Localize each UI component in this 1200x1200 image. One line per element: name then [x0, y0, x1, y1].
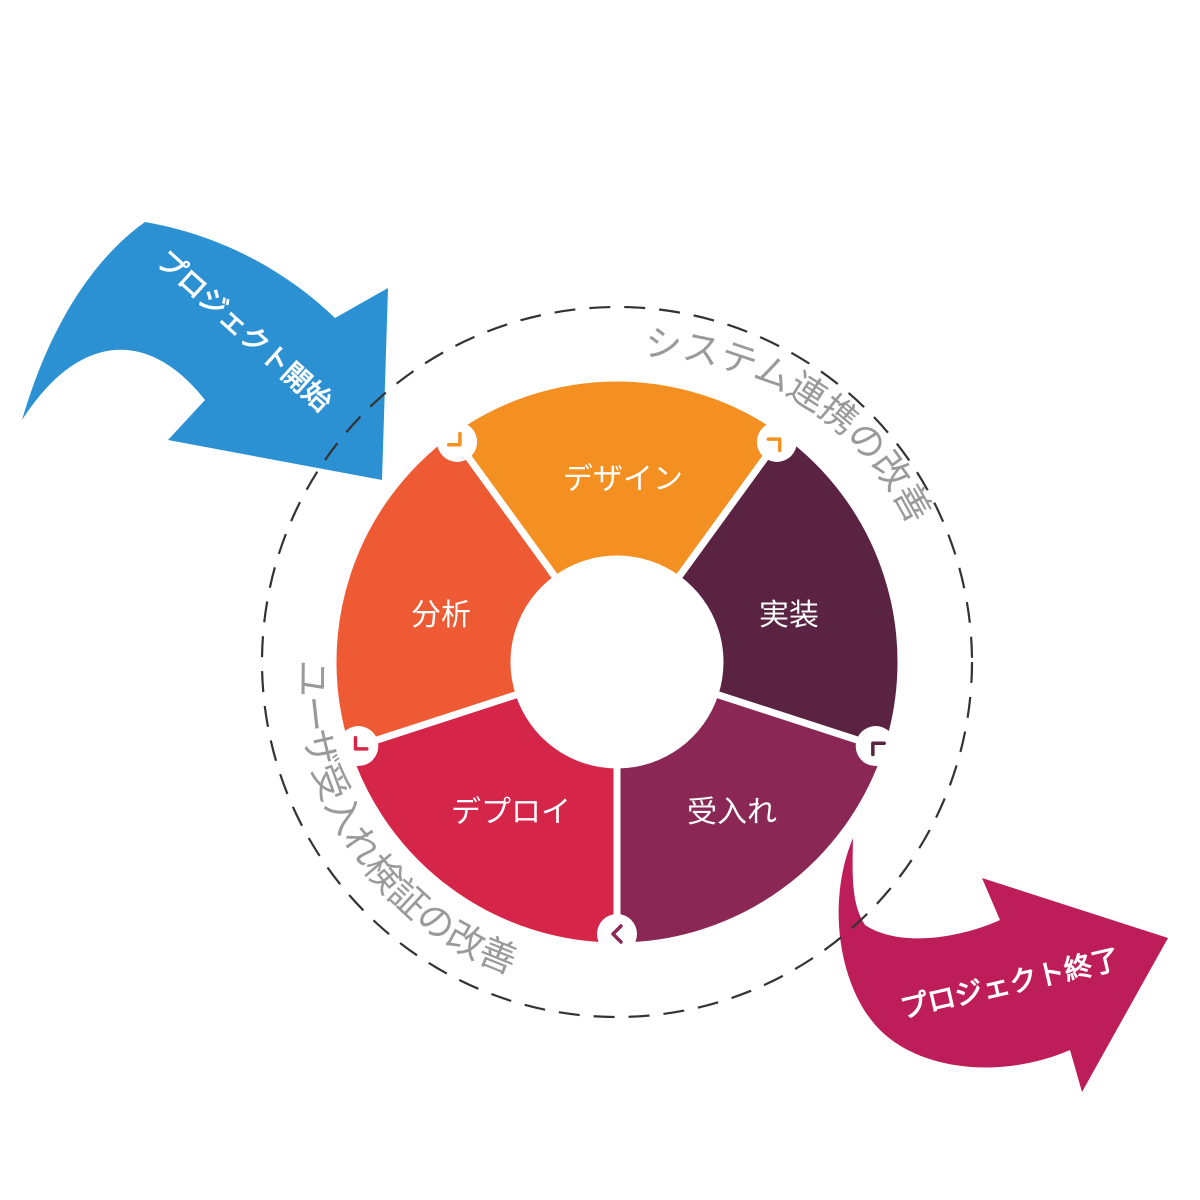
segment-labels: デザイン 実装 受入れ デプロイ 分析: [411, 462, 819, 830]
end-arrow: プロジェクト終了: [838, 838, 1168, 1092]
connector-circle: [756, 421, 797, 462]
segment-label-deploy: デプロイ: [451, 795, 571, 830]
connector-circle: [597, 914, 637, 954]
chevron-icon: [446, 431, 462, 447]
segment-label-design: デザイン: [563, 462, 683, 497]
connector-implementation-to-acceptance: [855, 726, 896, 767]
segment-label-implementation: 実装: [759, 598, 819, 633]
chevron-icon: [871, 741, 886, 757]
connector-analysis-to-design: [437, 421, 478, 462]
dashed-ring: [260, 305, 974, 1019]
start-arrow-shape: [22, 222, 388, 480]
segment-analysis: [329, 428, 560, 754]
segment-deploy: [343, 690, 621, 950]
connector-circle: [437, 421, 478, 462]
center-hub: [516, 561, 718, 763]
segment-acceptance: [613, 690, 891, 950]
connector-circle: [855, 726, 896, 767]
start-arrow: プロジェクト開始: [22, 222, 388, 480]
chevron-icon: [611, 924, 623, 944]
connector-circle: [338, 726, 379, 767]
segment-design: [446, 374, 788, 583]
chevron-icon: [353, 735, 369, 751]
connectors: [338, 421, 896, 954]
segment-label-analysis: 分析: [411, 598, 471, 633]
end-arrow-shape: [838, 838, 1168, 1092]
connector-design-to-implementation: [756, 421, 797, 462]
cycle-wheel: [329, 374, 905, 950]
segment-implementation: [674, 428, 905, 754]
connector-deploy-to-analysis: [338, 726, 379, 767]
segment-label-acceptance: 受入れ: [687, 795, 777, 830]
connector-acceptance-to-deploy: [597, 914, 637, 954]
chevron-icon: [766, 437, 782, 453]
